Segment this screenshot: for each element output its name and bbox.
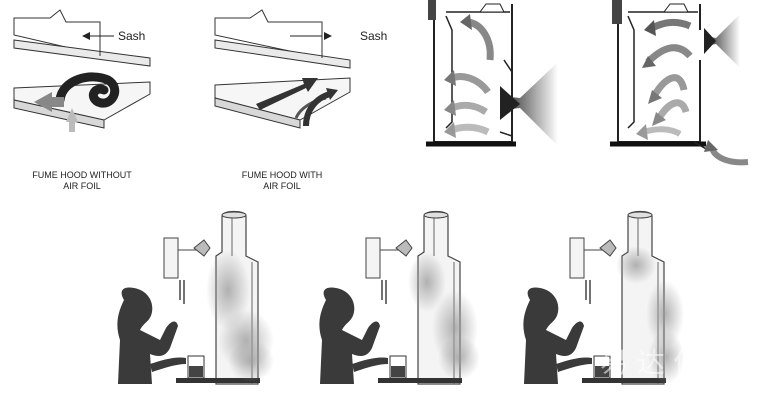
- fume-cloud: [228, 340, 274, 382]
- panel-with-airfoil: Sash FUME HOOD WITH AIR FOIL: [215, 10, 387, 191]
- work-surface: [14, 82, 150, 120]
- fume-cloud: [438, 336, 480, 380]
- flow-arrow-icon: [644, 20, 656, 36]
- caption-without-line1: FUME HOOD WITHOUT: [32, 170, 132, 180]
- person-silhouette: [523, 288, 584, 385]
- person-silhouette: [117, 288, 178, 385]
- light-fixture: [194, 240, 210, 256]
- panel-side-view-bypass-airflow: [610, 0, 748, 162]
- light-fixture: [600, 240, 616, 256]
- sash-frame: [164, 238, 178, 278]
- baffle: [628, 16, 634, 128]
- caption-without-line2: AIR FOIL: [63, 181, 101, 191]
- watermark: 易 达 仪 佳: [600, 346, 739, 379]
- sash-frame: [366, 238, 380, 278]
- sash-frame: [570, 238, 584, 278]
- caption-with-line2: AIR FOIL: [263, 181, 301, 191]
- work-surface: [378, 378, 462, 383]
- light-fixture: [396, 240, 412, 256]
- sash-label: Sash: [118, 29, 145, 43]
- flow-arrow-icon: [444, 70, 456, 86]
- hood-scene-1: [117, 212, 274, 385]
- caption-with-line1: FUME HOOD WITH: [242, 170, 323, 180]
- bypass-arrow-icon: [704, 140, 718, 152]
- flow-arrow-icon: [444, 100, 456, 116]
- sash-label: Sash: [360, 29, 387, 43]
- panel-without-airfoil: Sash FUME HOOD WITHOUT AIR FOIL: [14, 10, 150, 191]
- panel-side-view-front-airflow: [426, 0, 558, 146]
- person-silhouette: [319, 288, 380, 385]
- fume-cloud: [616, 246, 656, 284]
- hood-illustrations: [117, 212, 684, 385]
- flow-arrow-icon: [636, 124, 648, 140]
- flow-arrow-icon: [460, 14, 472, 30]
- hood-scene-2: [319, 212, 480, 385]
